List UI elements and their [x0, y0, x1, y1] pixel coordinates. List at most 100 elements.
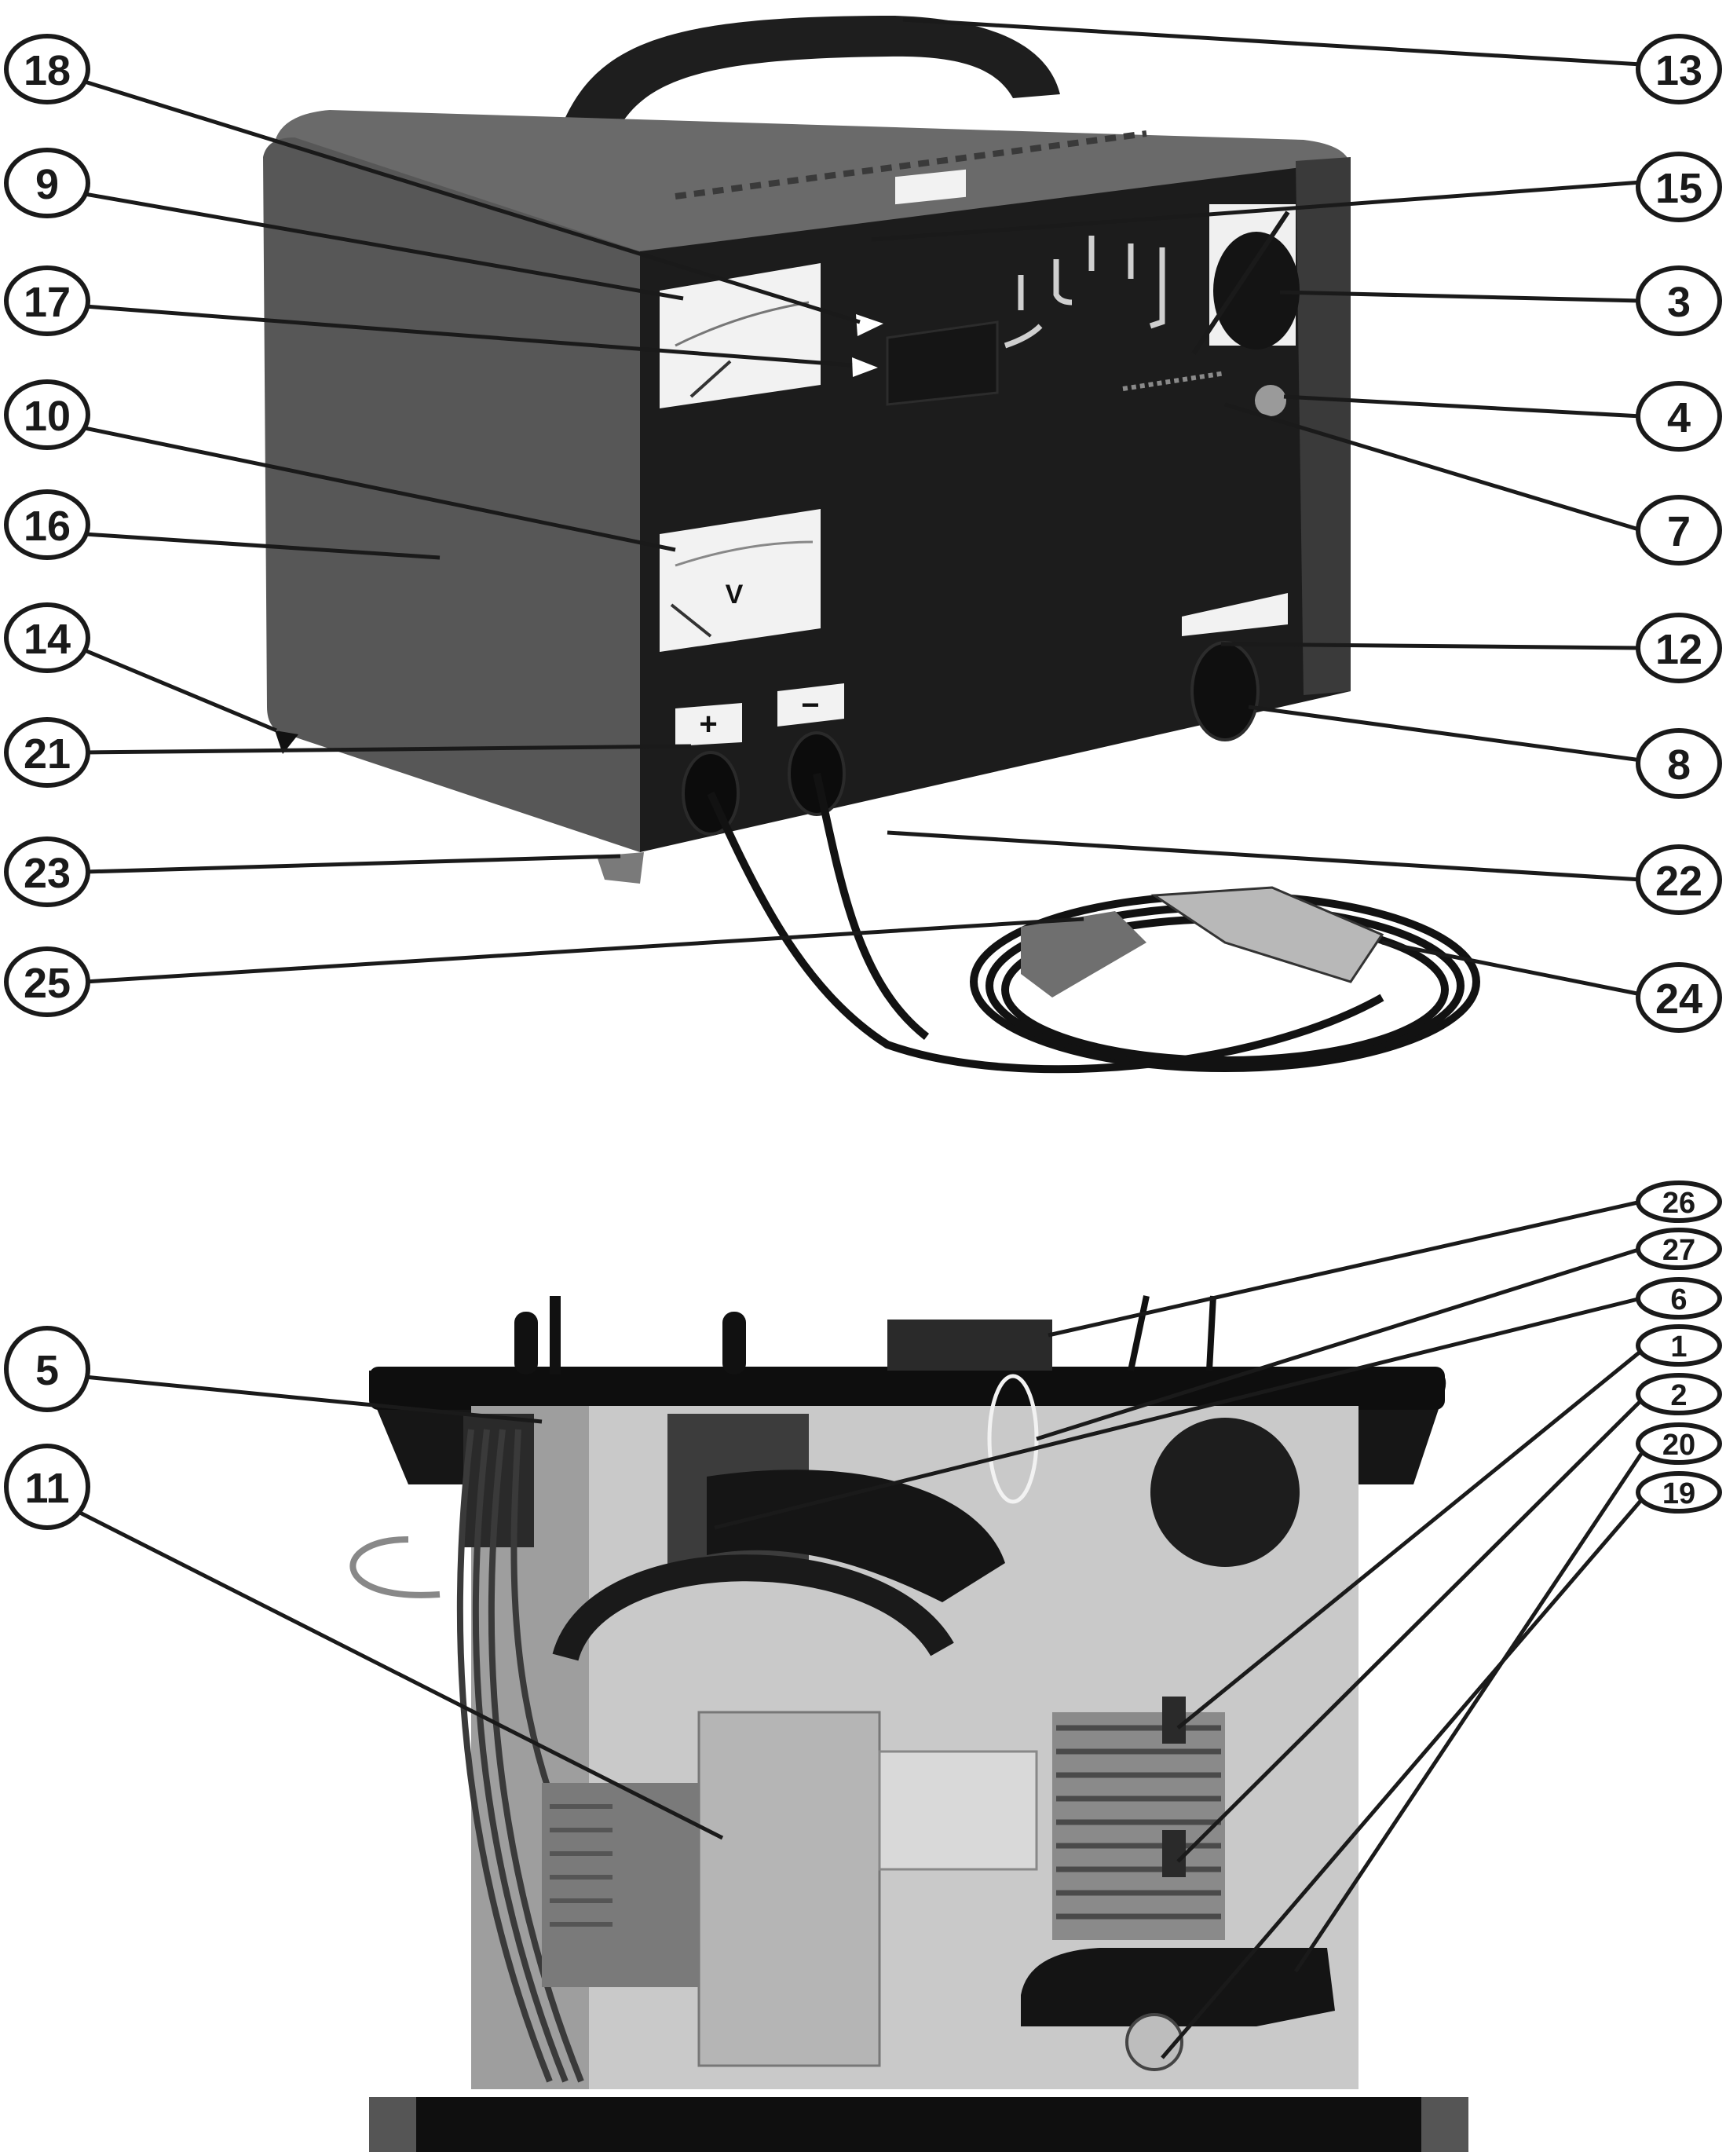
callout-8: 8: [1636, 728, 1722, 799]
base-plate: [369, 2097, 1468, 2152]
voltmeter: [660, 509, 821, 652]
cable-bundle: [707, 1470, 1005, 1602]
base-foot: [369, 2097, 416, 2152]
arrow-14: [275, 730, 298, 754]
callout-number: 4: [1667, 394, 1691, 441]
callout-6: 6: [1636, 1277, 1722, 1320]
callout-15: 15: [1636, 152, 1722, 222]
rectifier-diode-1: [1162, 1697, 1186, 1744]
selector-pointer: [1191, 210, 1290, 355]
callout-number: 22: [1655, 858, 1702, 905]
callout-1: 1: [1636, 1324, 1722, 1367]
base-foot: [1421, 2097, 1468, 2152]
callout-number: 24: [1655, 976, 1702, 1023]
voltmeter-scale: [675, 540, 814, 567]
negative-terminal-label: −: [801, 688, 819, 723]
callout-7: 7: [1636, 495, 1722, 566]
callout-number: 23: [24, 850, 71, 897]
transformer-side-winding: [542, 1783, 699, 1987]
callouts-right-bottom: 26 27 6 1 2 20 19: [1636, 1180, 1722, 1514]
callout-number: 6: [1670, 1283, 1687, 1316]
callout-26: 26: [1636, 1180, 1722, 1223]
carry-handle: [550, 16, 1060, 161]
cooling-fan: [1021, 1948, 1335, 2026]
protrusion: [1128, 1295, 1150, 1371]
voltmeter-unit: V: [726, 580, 744, 609]
callout-number: 3: [1667, 279, 1691, 326]
callout-21: 21: [4, 717, 90, 788]
callout-24: 24: [1636, 962, 1722, 1033]
callout-number: 16: [24, 503, 71, 550]
callout-20: 20: [1636, 1422, 1722, 1465]
callout-17: 17: [4, 265, 90, 336]
fuse-holder[interactable]: [1190, 641, 1260, 741]
callout-2: 2: [1636, 1373, 1722, 1415]
callout-number: 25: [24, 960, 71, 1007]
knob-screw: [1255, 385, 1286, 416]
callout-22: 22: [1636, 844, 1722, 915]
callout-4: 4: [1636, 381, 1722, 452]
label-plate: [895, 169, 966, 205]
callout-14: 14: [4, 602, 90, 673]
callouts-left-bottom: 5 11: [4, 1326, 90, 1530]
leader-lines: [77, 17, 1644, 2059]
callout-27: 27: [1636, 1228, 1722, 1270]
selector-knob[interactable]: [1213, 232, 1300, 350]
callout-18: 18: [4, 34, 90, 104]
callout-23: 23: [4, 836, 90, 907]
protrusion: [1206, 1295, 1216, 1371]
indicator-light-17: [852, 357, 878, 377]
voltmeter-needle: [670, 603, 712, 638]
callout-number: 17: [24, 279, 71, 326]
transformer-core: [697, 1711, 881, 2067]
callout-number: 11: [24, 1465, 69, 1512]
callout-16: 16: [4, 489, 90, 560]
casing-foot: [597, 852, 644, 884]
heatsink-fins: [1056, 1725, 1221, 1920]
red-clamp: [1021, 911, 1146, 997]
vent-slots: [675, 130, 1147, 199]
callout-number: 5: [35, 1347, 59, 1394]
callout-number: 9: [35, 161, 59, 208]
fuse-label: [1182, 593, 1288, 636]
callout-number: 19: [1662, 1477, 1695, 1510]
callout-number: 26: [1662, 1187, 1695, 1220]
selector-housing: [887, 1320, 1052, 1371]
interior-view: [349, 1295, 1468, 2152]
ammeter-scale: [675, 301, 810, 347]
fan-motor: [1150, 1418, 1300, 1567]
callout-11: 11: [4, 1444, 90, 1530]
selector-contacts: [1004, 236, 1165, 349]
callout-number: 20: [1662, 1429, 1695, 1462]
callout-number: 7: [1667, 508, 1691, 555]
callout-19: 19: [1636, 1471, 1722, 1514]
black-clamp: [1150, 886, 1384, 983]
positive-label-plate: [675, 703, 742, 746]
callout-13: 13: [1636, 34, 1722, 104]
callout-number: 12: [1655, 626, 1702, 673]
rectifier-heatsink: [1052, 1712, 1225, 1940]
indicator-light-18: [856, 314, 883, 336]
ammeter: [660, 263, 821, 408]
callout-number: 10: [24, 393, 71, 440]
transformer-winding-wire: [552, 1554, 954, 1662]
callout-number: 13: [1655, 47, 1702, 94]
callout-9: 9: [4, 148, 90, 218]
callout-number: 27: [1662, 1234, 1695, 1267]
callout-number: 21: [24, 730, 71, 778]
negative-label-plate: [777, 683, 844, 727]
side-panel: [263, 137, 640, 852]
callout-number: 1: [1670, 1331, 1687, 1364]
protrusion: [550, 1296, 561, 1374]
heatsink-fins-left: [550, 1804, 613, 1927]
rectifier-diode-2: [1162, 1830, 1186, 1877]
wire-bundle: [349, 1429, 600, 2083]
callout-number: 8: [1667, 741, 1691, 789]
callout-3: 3: [1636, 265, 1722, 336]
casing-right-edge: [1296, 157, 1351, 695]
transformer-coil: [878, 1750, 1038, 1871]
ammeter-needle: [689, 360, 732, 398]
callout-number: 2: [1670, 1379, 1687, 1412]
callout-number: 18: [24, 47, 71, 94]
callout-5: 5: [4, 1326, 90, 1412]
